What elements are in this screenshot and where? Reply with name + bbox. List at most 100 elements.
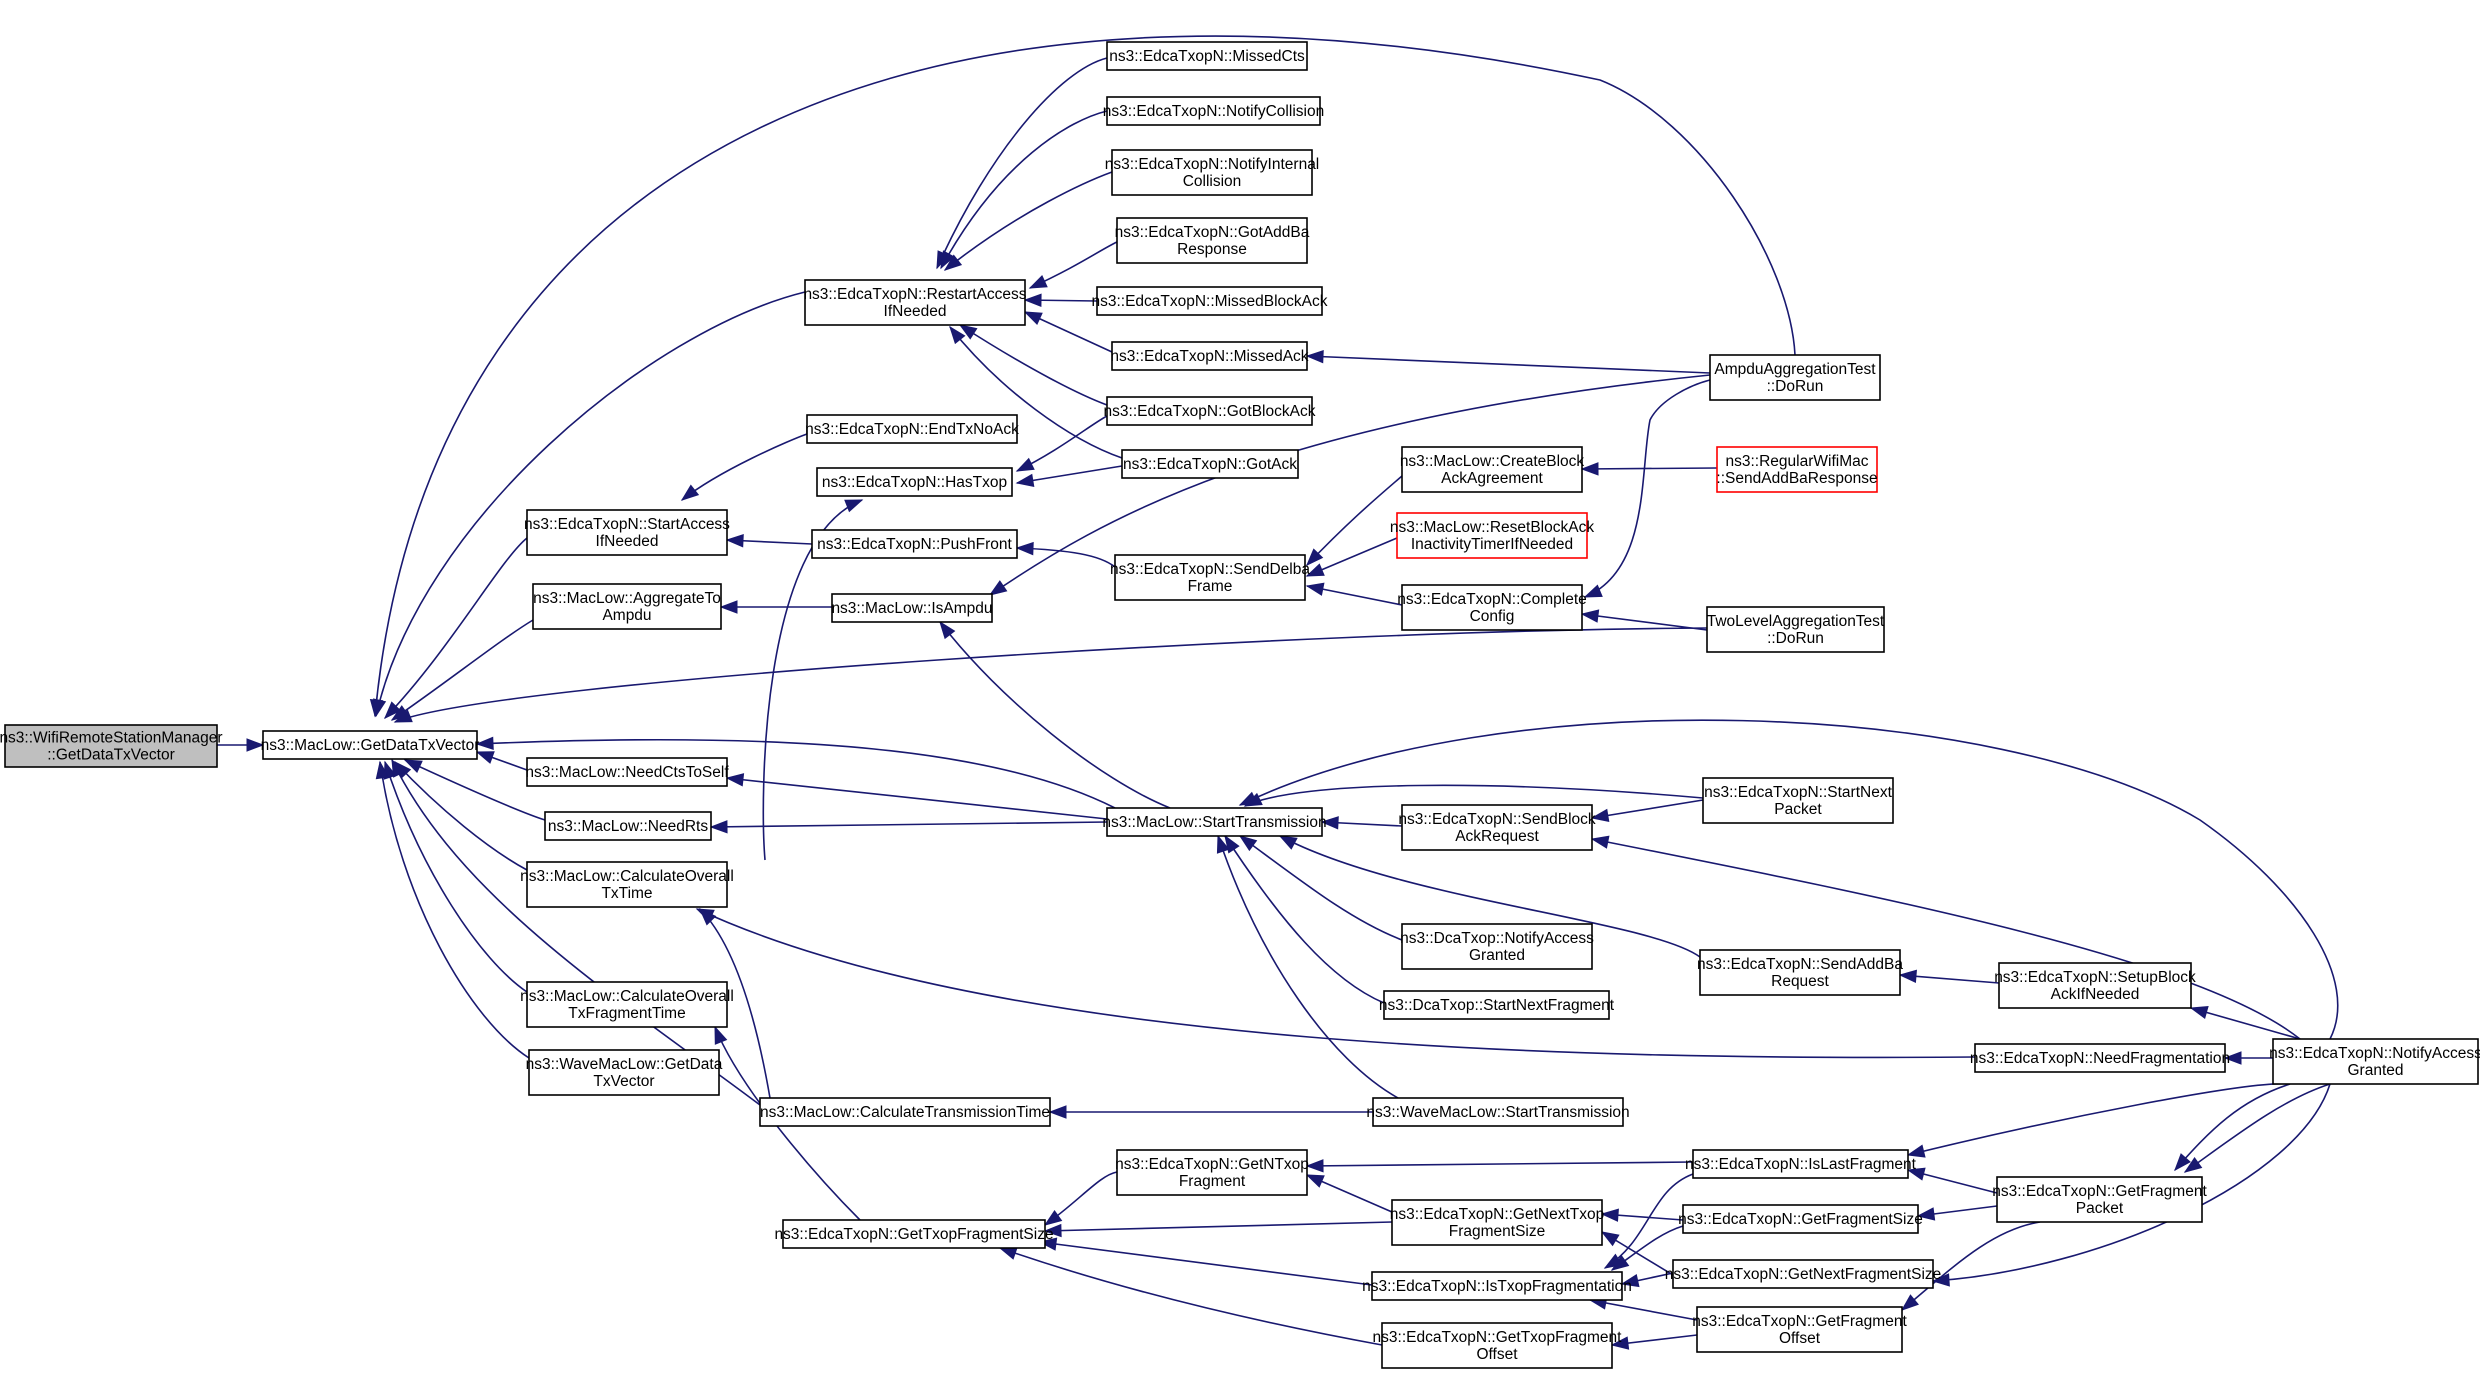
node-box: [1998, 962, 2192, 1009]
node-pushFront[interactable]: ns3::EdcaTxopN::PushFront: [811, 529, 1018, 559]
node-label: Ampdu: [602, 607, 651, 624]
edge-arrowhead: [1043, 1223, 1062, 1238]
edge-arrowhead: [1900, 1294, 1919, 1311]
node-box: [1709, 354, 1881, 401]
node-waveGetData[interactable]: ns3::WaveMacLow::GetDataTxVector: [526, 1049, 723, 1096]
node-waveStartTx[interactable]: ns3::WaveMacLow::StartTransmission: [1366, 1097, 1630, 1127]
node-label: ns3::EdcaTxopN::GetFragmentSize: [1678, 1211, 1923, 1228]
edge-line: [1591, 799, 1704, 819]
edge-arrowhead: [2223, 1051, 2242, 1065]
edge-restartAccess-19: [958, 324, 1108, 406]
node-needFrag[interactable]: ns3::EdcaTxopN::NeedFragmentation: [1970, 1043, 2230, 1073]
edge-arrowhead: [1015, 541, 1034, 556]
node-missedBlockAck[interactable]: ns3::EdcaTxopN::MissedBlockAck: [1091, 286, 1328, 316]
node-box: [1106, 396, 1313, 426]
edge-getFragOffset-72: [1900, 1221, 2041, 1311]
node-sendAddBaResponse[interactable]: ns3::RegularWifiMac::SendAddBaResponse: [1716, 446, 1878, 493]
edge-arrowhead: [1305, 563, 1325, 577]
edge-arrowhead: [1583, 584, 1603, 598]
node-getDataTxVector[interactable]: ns3::MacLow::GetDataTxVector: [261, 730, 480, 760]
node-gotBlockAck[interactable]: ns3::EdcaTxopN::GotBlockAck: [1104, 396, 1316, 426]
edge-line: [1306, 1161, 1694, 1167]
edge-line: [696, 908, 1976, 1059]
edge-arrowhead: [1906, 1167, 1926, 1181]
edge-getFragPacket-73: [2183, 1083, 2331, 1173]
edge-line: [710, 821, 1108, 828]
node-box: [1401, 446, 1583, 493]
node-needRts[interactable]: ns3::MacLow::NeedRts: [544, 811, 712, 841]
node-missedCts[interactable]: ns3::EdcaTxopN::MissedCts: [1106, 41, 1308, 71]
node-label: ns3::MacLow::StartTransmission: [1102, 814, 1326, 831]
node-box: [1381, 1322, 1613, 1369]
node-box: [1692, 1149, 1909, 1179]
edge-getDataTxVector-7: [475, 751, 528, 771]
node-root[interactable]: ns3::WifiRemoteStationManager::GetDataTx…: [0, 724, 223, 768]
edge-getFragPacket-74: [2174, 1083, 2291, 1172]
edge-startAccess-22: [680, 433, 808, 501]
node-label: TxFragmentTime: [568, 1005, 685, 1022]
node-label: ns3::EdcaTxopN::PushFront: [817, 536, 1012, 553]
edge-aggregateToAmpdu-27: [719, 600, 832, 614]
node-ampduTest[interactable]: AmpduAggregationTest::DoRun: [1709, 354, 1881, 401]
node-isLastFrag[interactable]: ns3::EdcaTxopN::IsLastFragment: [1685, 1149, 1917, 1179]
edge-line: [936, 57, 1108, 269]
node-box: [526, 757, 728, 787]
node-endTxNoAck[interactable]: ns3::EdcaTxopN::EndTxNoAck: [805, 414, 1019, 444]
node-box: [806, 414, 1018, 444]
node-box: [1396, 512, 1588, 559]
node-resetBlockAck[interactable]: ns3::MacLow::ResetBlockAckInactivityTime…: [1390, 512, 1594, 559]
node-label: ns3::EdcaTxopN::StartAccess: [524, 516, 730, 533]
node-dcaStartNextFrag[interactable]: ns3::DcaTxop::StartNextFragment: [1379, 990, 1615, 1020]
edge-line: [681, 433, 808, 501]
node-box: [1371, 1271, 1623, 1301]
edge-calcOverallFrag-54: [714, 1025, 861, 1221]
edge-missedAck-21: [1305, 349, 1711, 374]
node-needCtsToSelf[interactable]: ns3::MacLow::NeedCtsToSelf: [525, 757, 729, 787]
edge-arrowhead: [246, 738, 265, 752]
node-notifyCollision[interactable]: ns3::EdcaTxopN::NotifyCollision: [1103, 96, 1324, 126]
node-getNextFragSize[interactable]: ns3::EdcaTxopN::GetNextFragmentSize: [1665, 1259, 1942, 1289]
node-twoLevelTest[interactable]: TwoLevelAggregationTest::DoRun: [1706, 606, 1885, 653]
edge-hasTxop-25: [1015, 465, 1123, 487]
node-getFragSize[interactable]: ns3::EdcaTxopN::GetFragmentSize: [1678, 1204, 1923, 1234]
edge-createBlockAck-33: [1580, 462, 1718, 476]
node-isTxopFrag[interactable]: ns3::EdcaTxopN::IsTxopFragmentation: [1362, 1271, 1632, 1301]
edge-arrowhead: [1620, 1273, 1640, 1288]
node-calcOverallFrag[interactable]: ns3::MacLow::CalculateOverallTxFragmentT…: [520, 981, 734, 1028]
node-label: ns3::EdcaTxopN::NotifyAccess: [2269, 1045, 2480, 1062]
node-box: [4, 724, 218, 768]
node-label: ns3::EdcaTxopN::GetNTxop: [1115, 1156, 1309, 1173]
edge-arrowhead: [475, 736, 494, 751]
edge-arrowhead: [725, 534, 744, 548]
node-gotAck[interactable]: ns3::EdcaTxopN::GotAck: [1121, 449, 1299, 479]
node-hasTxop[interactable]: ns3::EdcaTxopN::HasTxop: [816, 467, 1013, 497]
node-missedAck[interactable]: ns3::EdcaTxopN::MissedAck: [1110, 341, 1309, 371]
node-calcTransmission[interactable]: ns3::MacLow::CalculateTransmissionTime: [759, 1097, 1051, 1127]
node-startTransmission[interactable]: ns3::MacLow::StartTransmission: [1102, 807, 1327, 837]
edge-arrowhead: [1305, 1159, 1324, 1173]
node-getTxopFragSize[interactable]: ns3::EdcaTxopN::GetTxopFragmentSize: [774, 1219, 1054, 1249]
edge-sendAddBaReq-48: [1898, 969, 2000, 984]
node-isAmpdu[interactable]: ns3::MacLow::IsAmpdu: [831, 593, 993, 623]
